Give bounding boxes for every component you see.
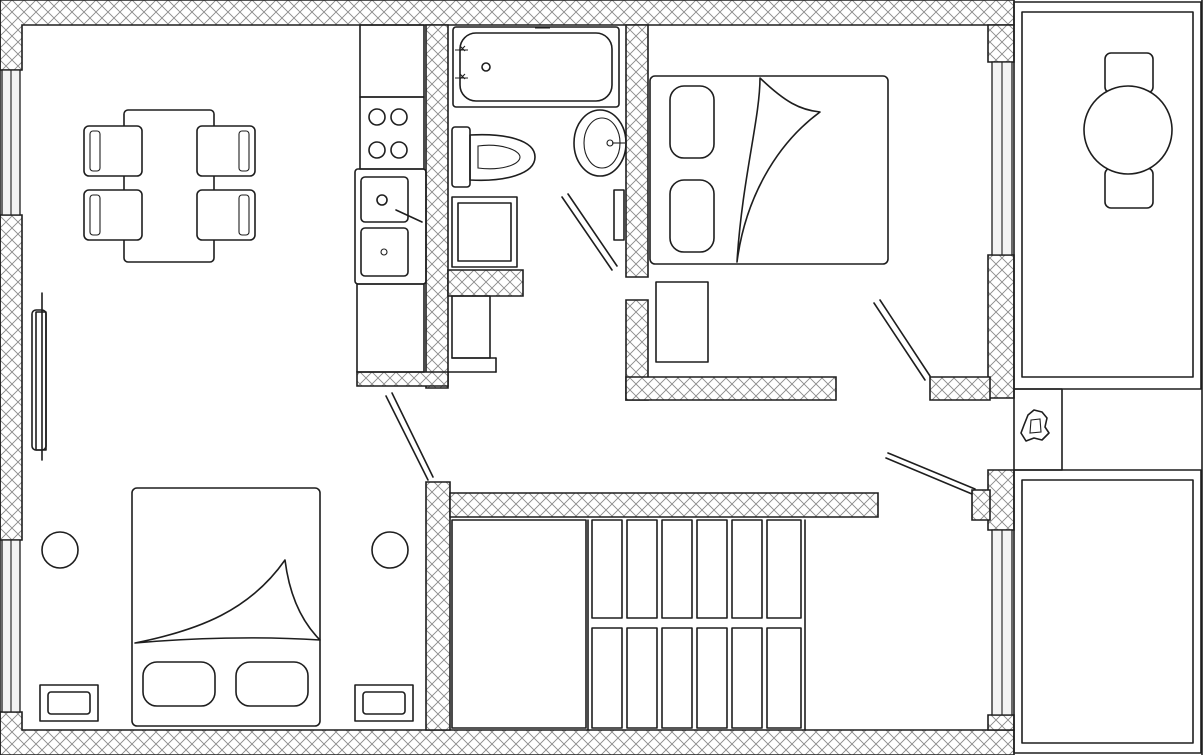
main-bed <box>39 487 414 727</box>
utility-niche <box>1013 388 1063 471</box>
main-bed-blanket-fold <box>134 559 321 644</box>
windows <box>1 61 1013 716</box>
dining-chair-3 <box>196 125 256 177</box>
closet-room <box>451 519 587 729</box>
balconies <box>1013 1 1202 754</box>
dining-table <box>123 109 215 263</box>
dining-chair-2 <box>83 189 143 241</box>
stove <box>359 96 425 170</box>
burner-2 <box>390 108 408 126</box>
utility-meter-icon <box>1020 409 1050 442</box>
nightstand-right <box>354 684 414 722</box>
dining-set <box>83 109 256 263</box>
kitchen-cabinet-top <box>359 24 425 98</box>
sink-counter <box>354 168 427 285</box>
pillow-left <box>142 661 216 707</box>
main-bed-frame <box>131 487 321 727</box>
storage-shelves <box>587 519 806 731</box>
burner-4 <box>390 141 408 159</box>
bed-2-pillow-top <box>669 85 715 159</box>
lamp-left <box>41 531 79 569</box>
bedroom-2 <box>649 75 931 381</box>
nightstand-left <box>39 684 99 722</box>
door-bedroom <box>873 302 926 381</box>
bed-2-blanket-fold <box>736 77 821 263</box>
balcony-round-table <box>1083 85 1173 175</box>
desk <box>655 281 709 363</box>
interior-walls <box>356 24 991 731</box>
burner-1 <box>368 108 386 126</box>
bathroom-sink <box>573 109 627 177</box>
kitchen-cabinet-bottom <box>356 283 425 373</box>
closet <box>451 519 806 731</box>
balcony-lower-outline <box>1013 469 1202 754</box>
pillow-right <box>235 661 309 707</box>
dining-chair-1 <box>83 125 143 177</box>
bathtub <box>452 26 620 108</box>
balcony-upper-outline <box>1013 1 1202 390</box>
bath-cabinet <box>451 295 491 359</box>
bathroom <box>447 26 627 373</box>
door-bathroom <box>561 196 613 271</box>
kitchen <box>354 24 427 373</box>
washing-machine <box>451 196 518 268</box>
bed-2-pillow-bottom <box>669 179 715 253</box>
dining-chair-4 <box>196 189 256 241</box>
wall-shelf <box>31 292 47 461</box>
sink-bowl-2 <box>360 227 409 277</box>
sink-bowl-1 <box>360 176 409 223</box>
hall-door <box>885 452 976 495</box>
door-living <box>385 392 434 481</box>
burner-3 <box>368 141 386 159</box>
lamp-right <box>371 531 409 569</box>
bed-2-frame <box>649 75 889 265</box>
toilet <box>451 126 536 188</box>
